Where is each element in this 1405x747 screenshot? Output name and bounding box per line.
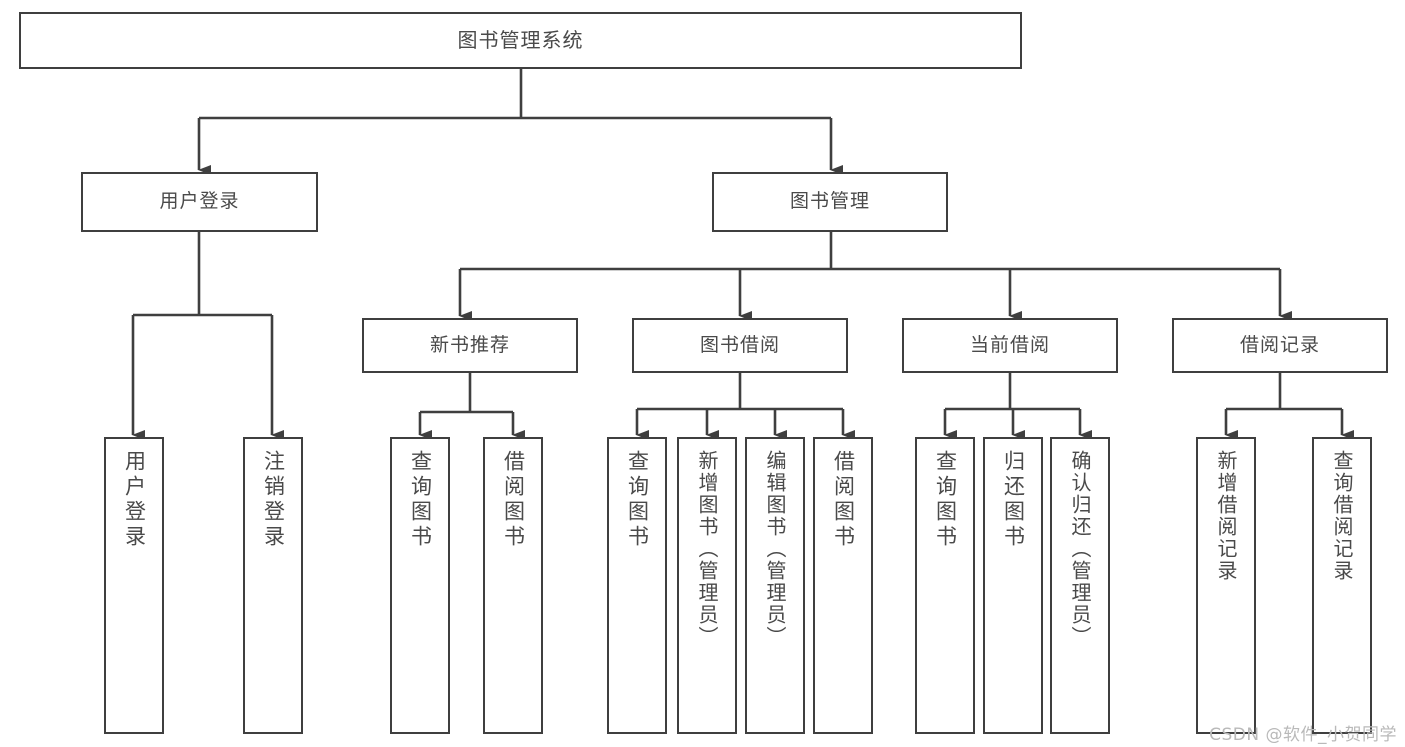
node-book-borrow-label: 图书借阅 [699, 333, 780, 356]
leaf-edit-book-admin-label: 编辑图书（管理员） [763, 450, 787, 648]
leaf-user-login[interactable]: 用户登录 [104, 437, 164, 734]
node-borrow-record-label: 借阅记录 [1239, 333, 1320, 356]
leaf-borrow-book[interactable]: 借阅图书 [813, 437, 873, 734]
node-current-borrow-label: 当前借阅 [969, 333, 1050, 356]
leaf-query-borrow-record-label: 查询借阅记录 [1330, 450, 1354, 582]
node-book-borrow[interactable]: 图书借阅 [632, 318, 848, 373]
leaf-logout[interactable]: 注销登录 [243, 437, 303, 734]
leaf-query-borrow-record[interactable]: 查询借阅记录 [1312, 437, 1372, 734]
node-borrow-record[interactable]: 借阅记录 [1172, 318, 1388, 373]
leaf-borrow-book-label: 借阅图书 [831, 450, 856, 550]
leaf-return-book-label: 归还图书 [1001, 450, 1026, 550]
leaf-add-book-admin-label: 新增图书（管理员） [695, 450, 719, 648]
leaf-borrow-book-rec-label: 借阅图书 [501, 450, 526, 550]
leaf-query-book-current[interactable]: 查询图书 [915, 437, 975, 734]
node-root[interactable]: 图书管理系统 [19, 12, 1022, 69]
node-user-login-label: 用户登录 [159, 190, 240, 213]
leaf-logout-label: 注销登录 [261, 450, 286, 550]
leaf-return-book[interactable]: 归还图书 [983, 437, 1043, 734]
node-new-book-recommend-label: 新书推荐 [429, 333, 510, 356]
leaf-query-book-current-label: 查询图书 [933, 450, 958, 550]
watermark: CSDN @软件_小贺同学 [1209, 725, 1397, 745]
leaf-edit-book-admin[interactable]: 编辑图书（管理员） [745, 437, 805, 734]
leaf-query-book-borrow-label: 查询图书 [625, 450, 650, 550]
leaf-add-borrow-record[interactable]: 新增借阅记录 [1196, 437, 1256, 734]
node-book-management-label: 图书管理 [789, 190, 870, 213]
leaf-confirm-return-admin-label: 确认归还（管理员） [1068, 450, 1092, 648]
node-current-borrow[interactable]: 当前借阅 [902, 318, 1118, 373]
leaf-add-book-admin[interactable]: 新增图书（管理员） [677, 437, 737, 734]
node-user-login[interactable]: 用户登录 [81, 172, 318, 232]
leaf-add-borrow-record-label: 新增借阅记录 [1214, 450, 1238, 582]
node-root-label: 图书管理系统 [457, 28, 584, 52]
leaf-confirm-return-admin[interactable]: 确认归还（管理员） [1050, 437, 1110, 734]
leaf-user-login-label: 用户登录 [122, 450, 147, 550]
leaf-query-book-rec-label: 查询图书 [408, 450, 433, 550]
leaf-borrow-book-rec[interactable]: 借阅图书 [483, 437, 543, 734]
node-book-management[interactable]: 图书管理 [712, 172, 948, 232]
node-new-book-recommend[interactable]: 新书推荐 [362, 318, 578, 373]
leaf-query-book-rec[interactable]: 查询图书 [390, 437, 450, 734]
leaf-query-book-borrow[interactable]: 查询图书 [607, 437, 667, 734]
